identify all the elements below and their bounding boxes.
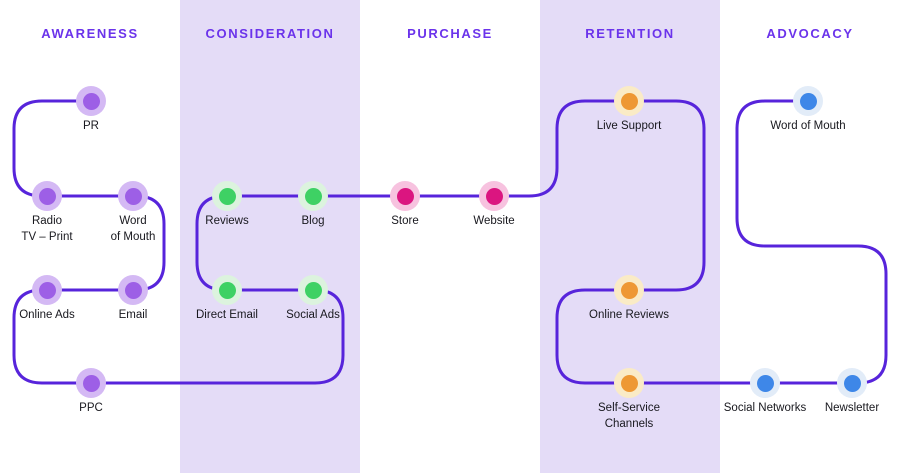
label-online-reviews: Online Reviews xyxy=(589,309,669,321)
node-word-of-mouth-advocacy[interactable] xyxy=(793,86,823,116)
node-word-of-mouth-awareness[interactable] xyxy=(118,181,148,211)
label-self-service-channels: Self-Service Channels xyxy=(598,402,660,430)
label-word-of-mouth-advocacy: Word of Mouth xyxy=(770,120,846,132)
node-dot xyxy=(124,187,142,205)
stage-header-awareness: AWARENESS xyxy=(41,26,139,41)
label-word-of-mouth-awareness: Word of Mouth xyxy=(110,215,156,243)
node-dot xyxy=(485,187,503,205)
journey-path xyxy=(12,99,888,385)
node-dot xyxy=(38,281,56,299)
label-newsletter: Newsletter xyxy=(824,402,880,414)
node-dot xyxy=(304,281,322,299)
node-dot xyxy=(304,187,322,205)
node-dot xyxy=(82,92,100,110)
stage-header-consideration: CONSIDERATION xyxy=(205,26,335,41)
node-social-networks[interactable] xyxy=(750,368,780,398)
node-dot xyxy=(396,187,414,205)
node-dot xyxy=(843,374,861,392)
node-social-ads[interactable] xyxy=(298,275,328,305)
node-dot xyxy=(218,281,236,299)
label-pr: PR xyxy=(83,120,99,132)
node-dot xyxy=(124,281,142,299)
node-dot xyxy=(756,374,774,392)
node-live-support[interactable] xyxy=(614,86,644,116)
node-self-service-channels[interactable] xyxy=(614,368,644,398)
node-pr[interactable] xyxy=(76,86,106,116)
node-dot xyxy=(799,92,817,110)
node-dot xyxy=(38,187,56,205)
stage-column-consideration xyxy=(180,0,360,473)
label-email: Email xyxy=(118,309,148,321)
label-social-ads: Social Ads xyxy=(286,309,340,321)
node-reviews[interactable] xyxy=(212,181,242,211)
node-dot xyxy=(620,374,638,392)
node-blog[interactable] xyxy=(298,181,328,211)
node-website[interactable] xyxy=(479,181,509,211)
node-newsletter[interactable] xyxy=(837,368,867,398)
label-radio-tv-print: Radio TV – Print xyxy=(21,215,73,243)
node-ppc[interactable] xyxy=(76,368,106,398)
label-website: Website xyxy=(473,215,515,227)
stage-header-purchase: PURCHASE xyxy=(407,26,493,41)
node-store[interactable] xyxy=(390,181,420,211)
node-email[interactable] xyxy=(118,275,148,305)
node-dot xyxy=(82,374,100,392)
label-reviews: Reviews xyxy=(205,215,249,227)
node-dot xyxy=(620,92,638,110)
label-online-ads: Online Ads xyxy=(19,309,75,321)
stage-header-advocacy: ADVOCACY xyxy=(766,26,854,41)
stage-header-retention: RETENTION xyxy=(585,26,675,41)
label-live-support: Live Support xyxy=(596,120,662,132)
label-store: Store xyxy=(391,215,419,227)
node-direct-email[interactable] xyxy=(212,275,242,305)
node-online-ads[interactable] xyxy=(32,275,62,305)
label-social-networks: Social Networks xyxy=(723,402,807,414)
label-direct-email: Direct Email xyxy=(196,309,258,321)
node-dot xyxy=(620,281,638,299)
node-dot xyxy=(218,187,236,205)
label-blog: Blog xyxy=(301,215,325,227)
node-radio-tv-print[interactable] xyxy=(32,181,62,211)
label-ppc: PPC xyxy=(79,402,103,414)
node-online-reviews[interactable] xyxy=(614,275,644,305)
